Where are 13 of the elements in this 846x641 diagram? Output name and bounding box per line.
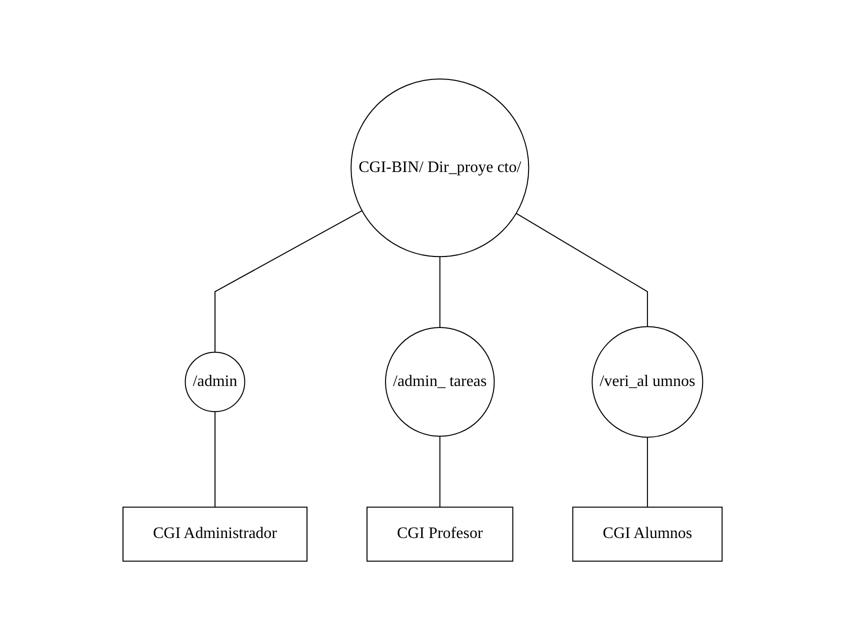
- connector: [214, 412, 216, 508]
- connector: [214, 210, 364, 354]
- node-circle: CGI-BIN/ Dir_proye cto/: [351, 78, 530, 258]
- node-circle: /admin: [185, 352, 246, 413]
- connector: [647, 437, 648, 508]
- connector: [440, 256, 441, 328]
- node-circle: /veri_al umnos: [592, 326, 704, 438]
- connector: [440, 436, 441, 508]
- node-box: CGI Alumnos: [572, 507, 724, 562]
- connector: [516, 213, 648, 328]
- node-box: CGI Administrador: [122, 507, 308, 562]
- node-circle: /admin_ tareas: [385, 327, 496, 438]
- node-box: CGI Profesor: [366, 507, 514, 562]
